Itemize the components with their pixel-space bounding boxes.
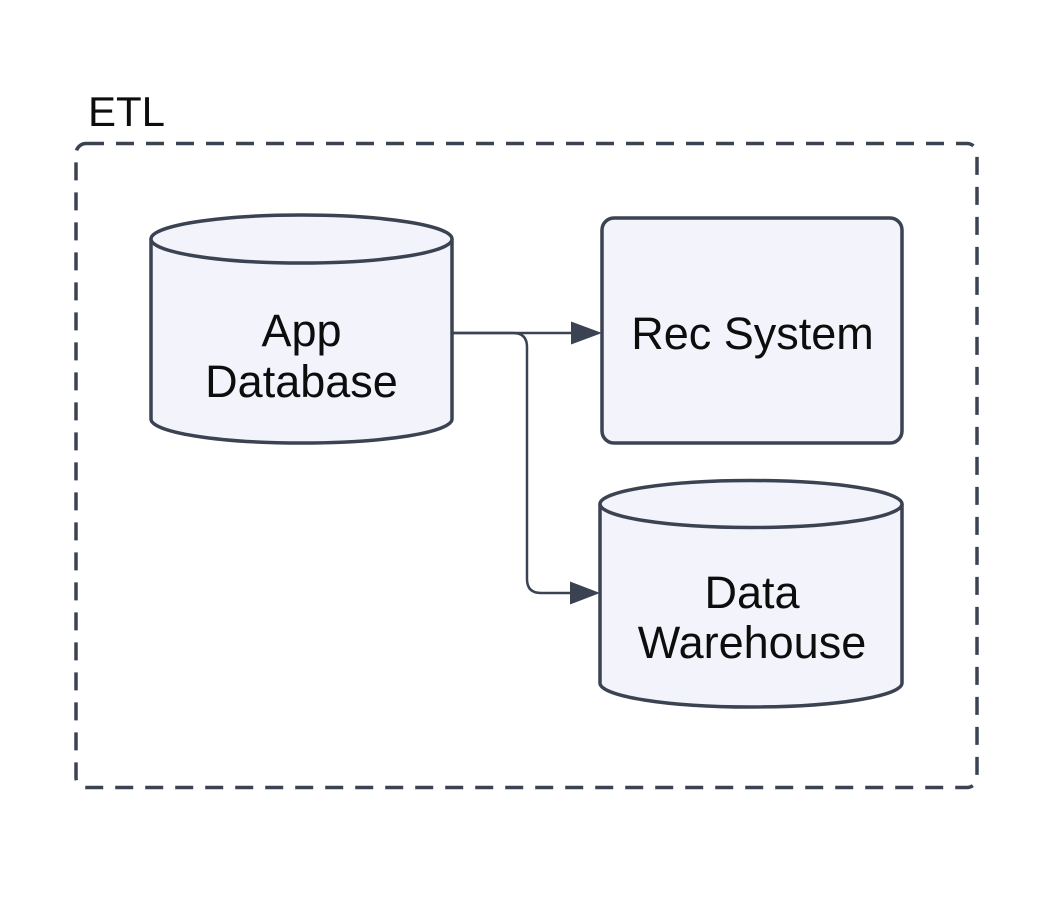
- app-database-cylinder-body: [149, 239, 454, 445]
- arrowhead-data-warehouse: [570, 581, 600, 605]
- app-database-cylinder-top: [149, 213, 454, 265]
- edge-line-app-database-to-data-warehouse: [452, 331, 570, 595]
- edge-app-database-to-data-warehouse: [452, 331, 600, 605]
- node-app-database: App Database: [149, 213, 454, 445]
- data-warehouse-cylinder-body: [598, 504, 904, 709]
- arrowhead-rec-system: [571, 321, 602, 345]
- etl-cluster-label: ETL: [88, 88, 165, 135]
- node-data-warehouse: Data Warehouse: [598, 478, 904, 709]
- data-warehouse-label-line2: Warehouse: [638, 617, 866, 668]
- data-warehouse-cylinder-top: [598, 478, 904, 530]
- etl-cluster: ETL: [74, 88, 979, 790]
- rec-system-label: Rec System: [631, 308, 874, 359]
- node-rec-system: Rec System: [600, 216, 904, 445]
- rec-system-rect: [600, 216, 904, 445]
- data-warehouse-label-line1: Data: [704, 567, 800, 618]
- app-database-label-line1: App: [261, 305, 341, 356]
- etl-cluster-border: [74, 141, 979, 790]
- app-database-label-line2: Database: [205, 356, 398, 407]
